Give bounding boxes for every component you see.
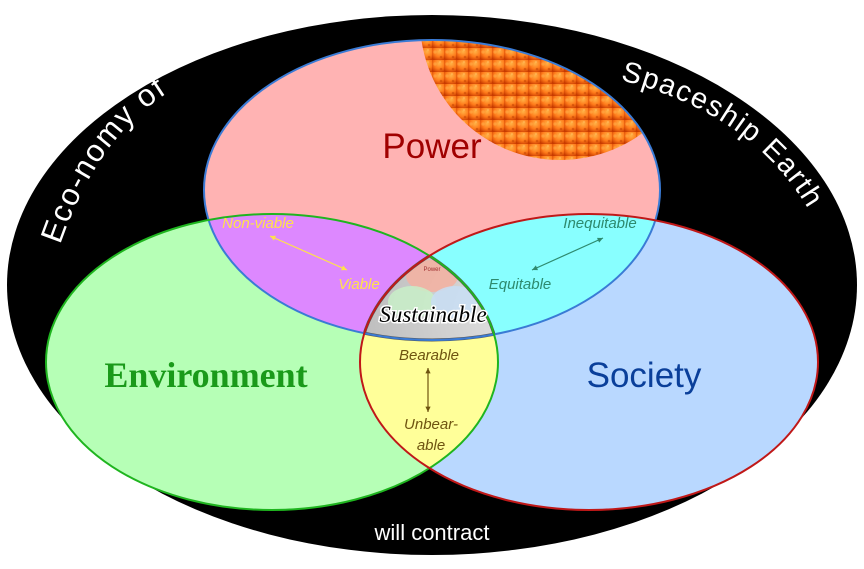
power-label: Power <box>382 127 482 166</box>
inequitable-label: Inequitable <box>563 215 636 232</box>
aES-head-start <box>425 368 431 374</box>
aES-head-end <box>425 406 431 412</box>
inequitable-equitable-arrow <box>531 237 604 271</box>
power-society-overlap <box>360 214 660 340</box>
unbearable-label-line1: Unbear- <box>404 416 458 433</box>
environment-circle-outline <box>45 213 499 511</box>
bottom-ring-text: will contract <box>374 520 490 545</box>
power-circle-outline <box>203 39 661 341</box>
equitable-label: Equitable <box>489 276 552 293</box>
aPS-head-end <box>532 265 538 271</box>
unbearable-label-line2: able <box>417 437 445 454</box>
mini-society-circle <box>431 286 479 318</box>
society-circle-outline <box>359 213 819 511</box>
environment-label: Environment <box>104 355 307 395</box>
aPE-head-start <box>270 235 276 241</box>
aPS-head-start <box>597 237 603 243</box>
viable-label: Viable <box>338 276 379 293</box>
non-viable-label: Non-viable <box>222 215 294 232</box>
non-viable-viable-arrow <box>269 235 348 271</box>
sustainable-label: Sustainable <box>379 302 486 327</box>
mini-environment-circle <box>388 286 436 318</box>
bearable-label: Bearable <box>399 347 459 364</box>
society-label: Society <box>587 356 702 395</box>
aPE-head-end <box>341 265 347 271</box>
power-environment-overlap <box>204 214 498 340</box>
mini-power-label: Power <box>423 267 440 273</box>
